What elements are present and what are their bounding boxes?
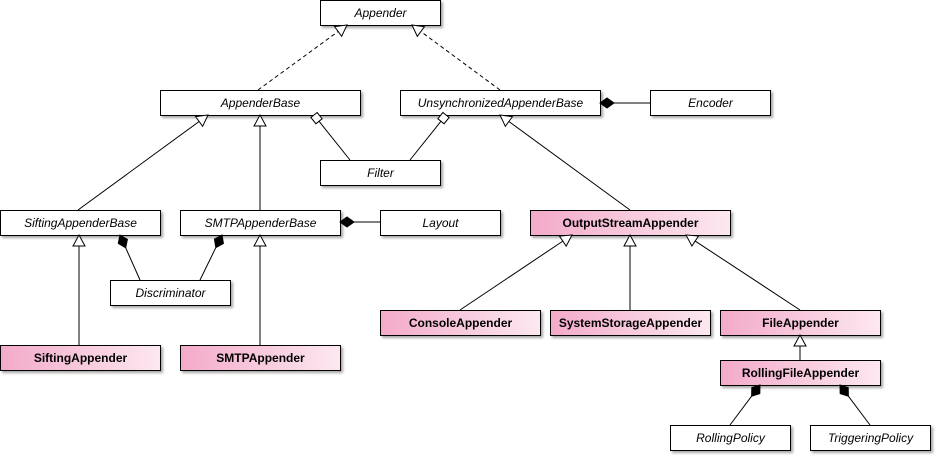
composition-head-discriminator-to-sifting-appender-base (117, 234, 128, 249)
class-box-smtp-appender-base (180, 210, 341, 236)
realization-line-unsync-appender-base-to-appender (420, 31, 501, 91)
class-unsync-appender-base: UnsynchronizedAppenderBase (400, 90, 601, 116)
class-label-smtp-appender-base: SMTPAppenderBase (205, 216, 317, 230)
class-box-system-storage-appender (550, 310, 711, 336)
class-box-rolling-policy (670, 425, 791, 451)
class-discriminator: Discriminator (110, 280, 231, 306)
inheritance-line-output-stream-appender-to-unsync-appender-base (508, 121, 631, 211)
class-box-output-stream-appender (530, 210, 731, 236)
composition-line-discriminator-to-sifting-appender-base (125, 247, 141, 281)
inheritance-head-sifting-appender-base-to-appender-base (194, 114, 209, 128)
class-box-console-appender (380, 310, 541, 336)
inheritance-head-output-stream-appender-to-unsync-appender-base (499, 114, 514, 128)
class-box-filter (320, 160, 441, 186)
class-label-file-appender: FileAppender (762, 316, 839, 330)
class-rolling-policy: RollingPolicy (670, 425, 791, 451)
composition-head-triggering-policy-to-rolling-file-appender (839, 384, 849, 397)
class-label-sifting-appender: SiftingAppender (34, 351, 128, 365)
aggregation-head-filter-to-appender-base (310, 111, 323, 125)
composition-head-layout-to-smtp-appender-base (339, 216, 355, 228)
realization-head-unsync-appender-base-to-appender (411, 24, 426, 38)
class-smtp-appender: SMTPAppender (180, 345, 341, 371)
class-label-console-appender: ConsoleAppender (409, 316, 513, 330)
realization-head-appender-base-to-appender (333, 24, 348, 38)
class-file-appender: FileAppender (720, 310, 881, 336)
class-label-output-stream-appender: OutputStreamAppender (562, 216, 698, 230)
composition-head-rolling-policy-to-rolling-file-appender (751, 384, 761, 397)
class-label-layout: Layout (422, 216, 459, 230)
composition-line-rolling-policy-to-rolling-file-appender (729, 395, 752, 426)
class-label-discriminator: Discriminator (135, 286, 206, 300)
inheritance-line-sifting-appender-base-to-appender-base (77, 121, 200, 211)
class-sifting-appender: SiftingAppender (0, 345, 161, 371)
relations-layer (77, 31, 871, 426)
class-system-storage-appender: SystemStorageAppender (550, 310, 711, 336)
inheritance-head-system-storage-appender-to-output-stream-appender (623, 233, 637, 247)
class-appender-base: AppenderBase (160, 90, 361, 116)
class-sifting-appender-base: SiftingAppenderBase (0, 210, 161, 236)
class-output-stream-appender: OutputStreamAppender (530, 210, 731, 236)
class-box-sifting-appender (0, 345, 161, 371)
inheritance-head-rolling-file-appender-to-file-appender (793, 333, 807, 347)
inheritance-line-console-appender-to-output-stream-appender (459, 240, 564, 311)
class-box-smtp-appender (180, 345, 341, 371)
class-box-discriminator (110, 280, 231, 306)
aggregation-line-filter-to-unsync-appender-base (409, 120, 442, 161)
aggregation-head-filter-to-unsync-appender-base (437, 111, 450, 125)
composition-line-discriminator-to-smtp-appender-base (199, 247, 217, 281)
class-smtp-appender-base: SMTPAppenderBase (180, 210, 341, 236)
class-label-appender-base: AppenderBase (220, 96, 301, 110)
class-label-encoder: Encoder (688, 96, 734, 110)
class-box-sifting-appender-base (0, 210, 161, 236)
relation-heads-layer (72, 24, 849, 397)
class-box-rolling-file-appender (720, 360, 881, 386)
realization-line-appender-base-to-appender (257, 31, 339, 91)
inheritance-head-smtp-appender-base-to-appender-base (253, 113, 267, 127)
inheritance-head-console-appender-to-output-stream-appender (558, 234, 573, 248)
inheritance-head-smtp-appender-to-smtp-appender-base (253, 233, 267, 247)
class-label-triggering-policy: TriggeringPolicy (828, 431, 914, 445)
aggregation-line-filter-to-appender-base (318, 120, 351, 161)
class-triggering-policy: TriggeringPolicy (810, 425, 931, 451)
class-box-appender-base (160, 90, 361, 116)
class-label-appender: Appender (353, 6, 407, 20)
class-console-appender: ConsoleAppender (380, 310, 541, 336)
composition-head-encoder-to-unsync-appender-base (599, 97, 615, 109)
class-label-system-storage-appender: SystemStorageAppender (559, 316, 703, 330)
inheritance-head-file-appender-to-output-stream-appender (685, 234, 700, 248)
class-box-appender (320, 0, 441, 26)
composition-head-discriminator-to-smtp-appender-base (213, 234, 224, 249)
class-label-smtp-appender: SMTPAppender (216, 351, 305, 365)
inheritance-head-sifting-appender-to-sifting-appender-base (72, 233, 86, 247)
class-label-rolling-policy: RollingPolicy (696, 431, 766, 445)
inheritance-line-file-appender-to-output-stream-appender (694, 240, 801, 311)
class-label-filter: Filter (367, 166, 395, 180)
class-encoder: Encoder (650, 90, 771, 116)
class-box-layout (380, 210, 501, 236)
class-box-triggering-policy (810, 425, 931, 451)
class-appender: Appender (320, 0, 441, 26)
class-label-rolling-file-appender: RollingFileAppender (742, 366, 860, 380)
class-label-unsync-appender-base: UnsynchronizedAppenderBase (418, 96, 584, 110)
class-box-encoder (650, 90, 771, 116)
composition-line-triggering-policy-to-rolling-file-appender (848, 395, 871, 426)
class-layout: Layout (380, 210, 501, 236)
class-label-sifting-appender-base: SiftingAppenderBase (24, 216, 137, 230)
class-filter: Filter (320, 160, 441, 186)
class-rolling-file-appender: RollingFileAppender (720, 360, 881, 386)
